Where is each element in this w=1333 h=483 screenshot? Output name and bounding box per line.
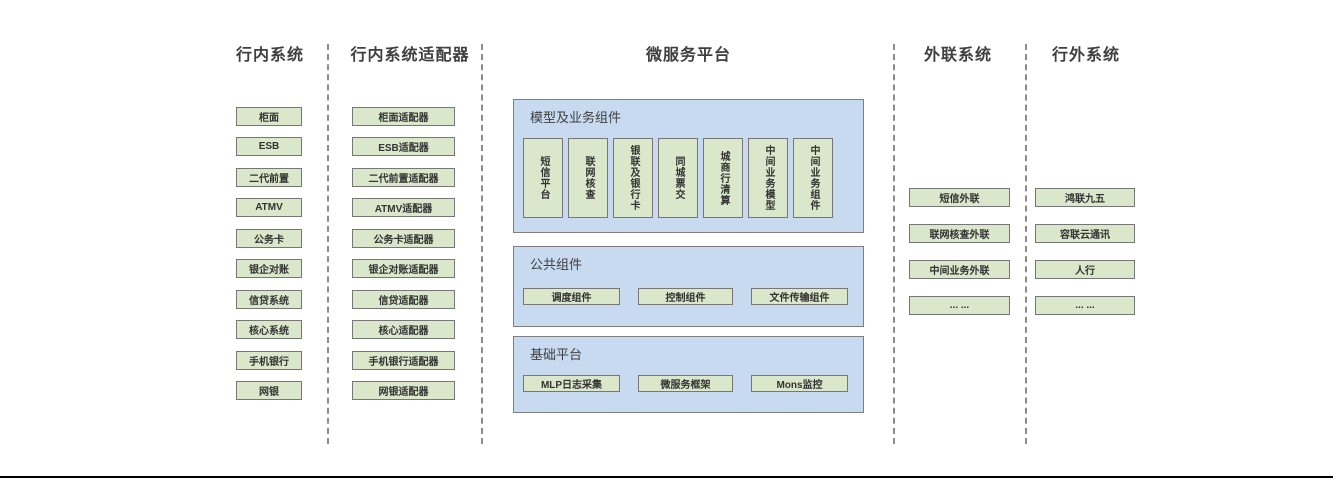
adapter-box: ATMV适配器 <box>352 198 455 217</box>
model-component-box: 银联及银行卡 <box>613 138 653 218</box>
column-header-microservice-platform: 微服务平台 <box>645 47 731 64</box>
outside-system-box: ... ... <box>1035 296 1135 315</box>
column-header-internal-adapters: 行内系统适配器 <box>350 47 470 64</box>
adapter-box: 柜面适配器 <box>352 107 455 126</box>
model-component-box: 同城票交 <box>658 138 698 218</box>
column-divider <box>893 44 895 444</box>
column-header-external-link-systems: 外联系统 <box>923 47 992 64</box>
internal-system-box: 二代前置 <box>236 168 302 187</box>
adapter-box: 核心适配器 <box>352 320 455 339</box>
column-divider <box>327 44 329 444</box>
internal-system-box: ATMV <box>236 198 302 217</box>
model-component-box: 城商行清算 <box>703 138 743 218</box>
base-platform-box: Mons监控 <box>751 375 848 392</box>
column-header-outside-systems: 行外系统 <box>1051 47 1120 64</box>
panel-label: 基础平台 <box>530 347 583 362</box>
panel-label: 模型及业务组件 <box>530 110 622 125</box>
column-header-internal-systems: 行内系统 <box>235 47 304 64</box>
external-link-box: 联网核查外联 <box>909 224 1010 243</box>
external-link-box: 中间业务外联 <box>909 260 1010 279</box>
internal-system-box: 银企对账 <box>236 259 302 278</box>
adapter-box: 网银适配器 <box>352 381 455 400</box>
adapter-box: 手机银行适配器 <box>352 351 455 370</box>
base-platform-box: MLP日志采集 <box>523 375 620 392</box>
model-component-box: 联网核查 <box>568 138 608 218</box>
column-divider <box>481 44 483 444</box>
model-component-box: 短信平台 <box>523 138 563 218</box>
common-components-panel <box>513 246 864 327</box>
internal-system-box: 柜面 <box>236 107 302 126</box>
panel-label: 公共组件 <box>530 257 583 272</box>
adapter-box: ESB适配器 <box>352 137 455 156</box>
internal-system-box: 信贷系统 <box>236 290 302 309</box>
base-platform-box: 微服务框架 <box>638 375 733 392</box>
external-link-box: ... ... <box>909 296 1010 315</box>
internal-system-box: 网银 <box>236 381 302 400</box>
common-component-box: 文件传输组件 <box>751 288 848 305</box>
adapter-box: 公务卡适配器 <box>352 229 455 248</box>
internal-system-box: 公务卡 <box>236 229 302 248</box>
internal-system-box: 核心系统 <box>236 320 302 339</box>
common-component-box: 控制组件 <box>638 288 733 305</box>
base-platform-panel <box>513 336 864 413</box>
model-component-box: 中间业务模型 <box>748 138 788 218</box>
outside-system-box: 鸿联九五 <box>1035 188 1135 207</box>
internal-system-box: ESB <box>236 137 302 156</box>
outside-system-box: 容联云通讯 <box>1035 224 1135 243</box>
adapter-box: 信贷适配器 <box>352 290 455 309</box>
external-link-box: 短信外联 <box>909 188 1010 207</box>
adapter-box: 银企对账适配器 <box>352 259 455 278</box>
common-component-box: 调度组件 <box>523 288 620 305</box>
bottom-divider-line <box>0 476 1333 478</box>
adapter-box: 二代前置适配器 <box>352 168 455 187</box>
model-component-box: 中间业务组件 <box>793 138 833 218</box>
outside-system-box: 人行 <box>1035 260 1135 279</box>
internal-system-box: 手机银行 <box>236 351 302 370</box>
column-divider <box>1025 44 1027 444</box>
